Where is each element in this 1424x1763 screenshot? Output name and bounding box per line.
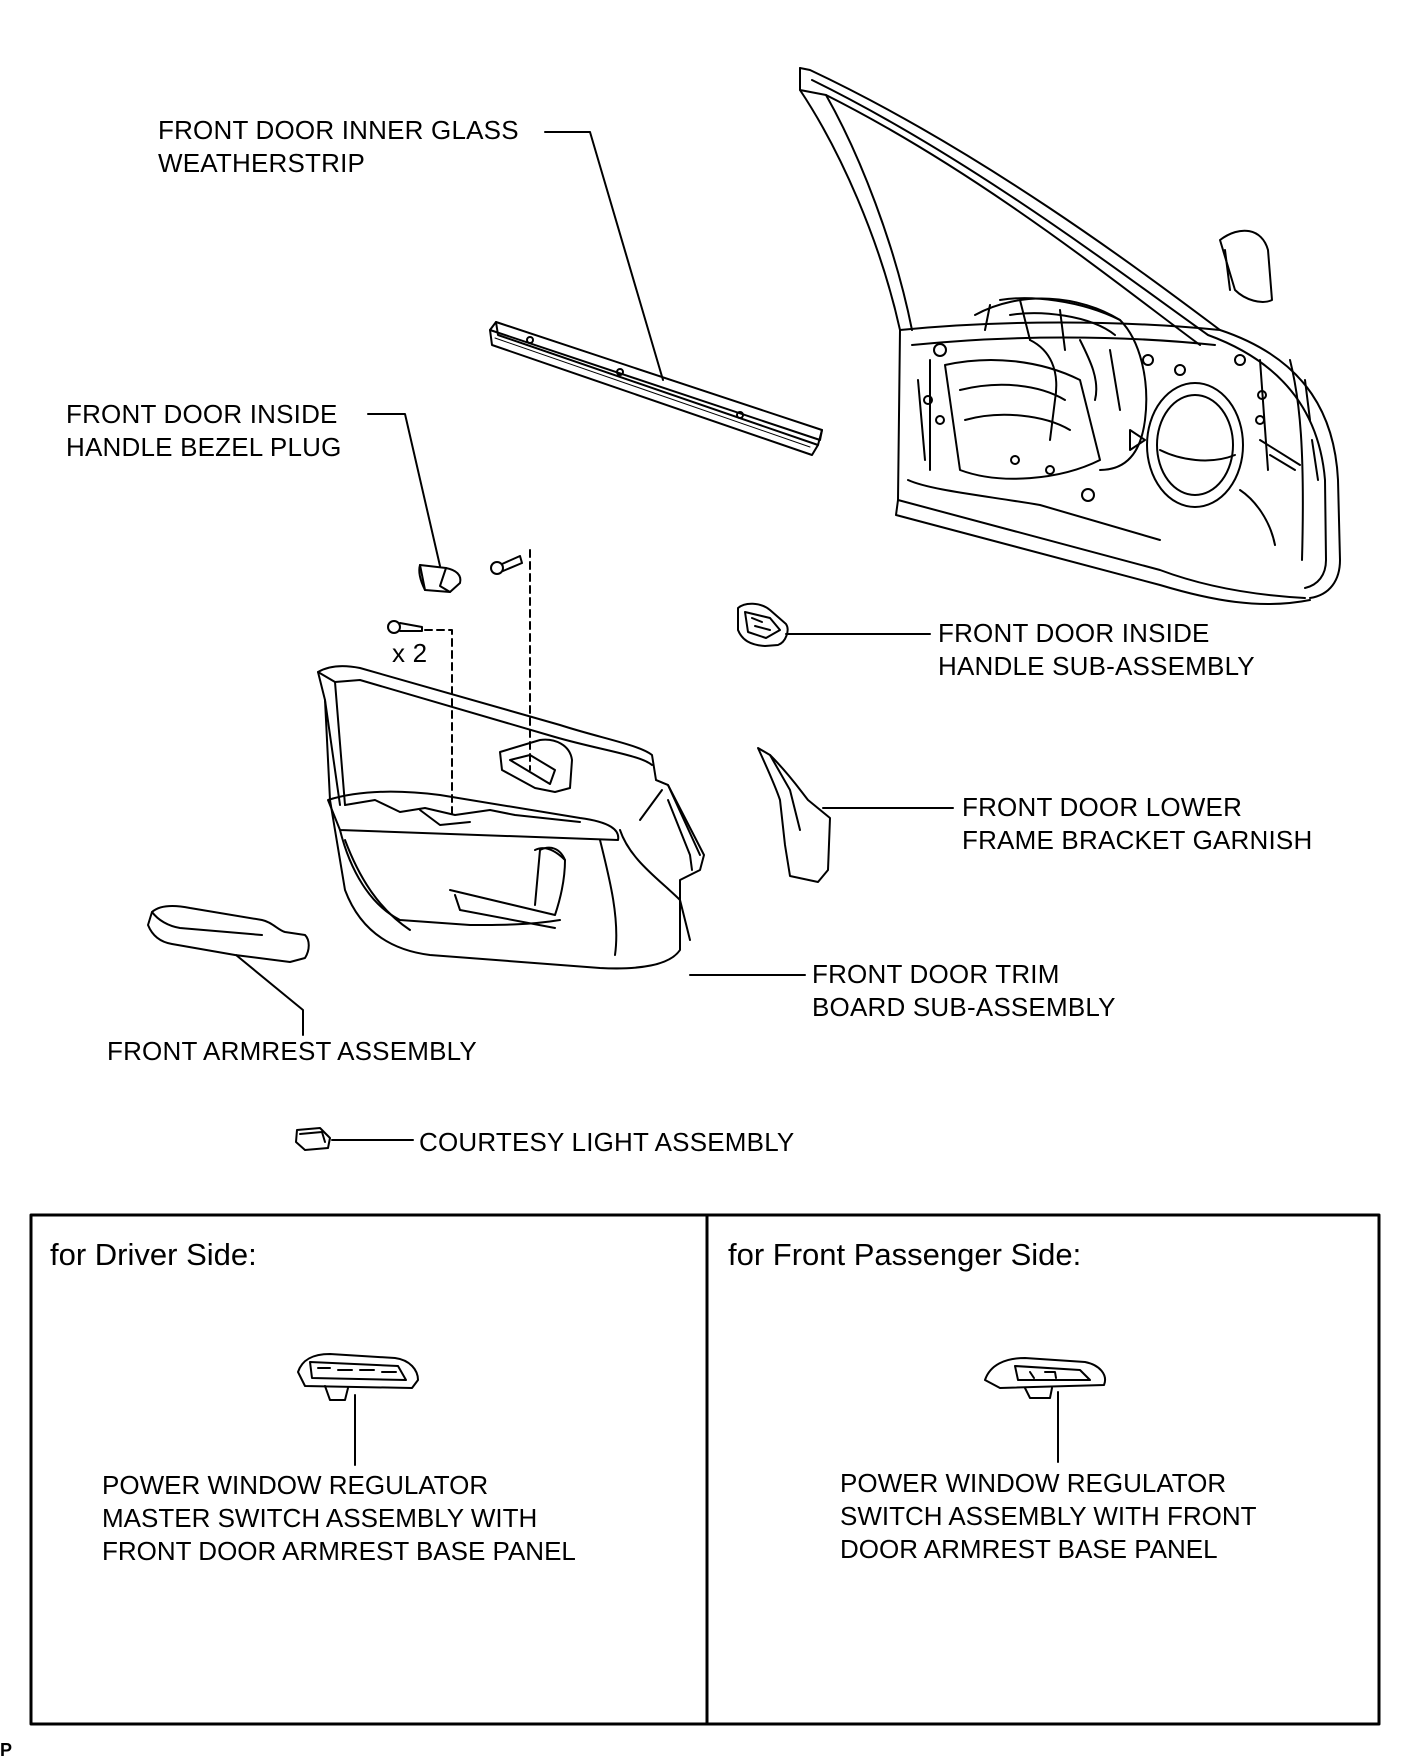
label-inside-handle: FRONT DOOR INSIDE HANDLE SUB-ASSEMBLY — [938, 618, 1255, 681]
trim-board-part — [317, 665, 705, 970]
label-trim-board: FRONT DOOR TRIM BOARD SUB-ASSEMBLY — [812, 959, 1116, 1022]
leader-weatherstrip — [544, 131, 664, 381]
label-courtesy-light: COURTESY LIGHT ASSEMBLY — [419, 1127, 795, 1157]
master-switch-part — [297, 1353, 419, 1401]
leader-bezel-plug — [367, 413, 441, 567]
front-door-panel — [799, 67, 1341, 605]
driver-side-title: for Driver Side: — [50, 1237, 257, 1272]
label-inner-glass-weatherstrip: FRONT DOOR INNER GLASS WEATHERSTRIP — [158, 115, 519, 178]
screw-upper — [490, 555, 523, 575]
label-armrest: FRONT ARMREST ASSEMBLY — [107, 1036, 477, 1066]
passenger-switch-part — [984, 1357, 1106, 1399]
screw-lower — [387, 620, 423, 634]
inside-handle-part — [737, 602, 789, 647]
label-quantity: x 2 — [392, 638, 428, 668]
passenger-side-title: for Front Passenger Side: — [728, 1237, 1082, 1272]
courtesy-light-part — [295, 1127, 331, 1151]
label-master-switch: POWER WINDOW REGULATOR MASTER SWITCH ASS… — [102, 1470, 576, 1566]
inner-glass-weatherstrip-part — [489, 321, 823, 456]
dashed-guide-lower — [424, 629, 453, 816]
label-passenger-switch: POWER WINDOW REGULATOR SWITCH ASSEMBLY W… — [840, 1468, 1257, 1564]
label-lower-frame-garnish: FRONT DOOR LOWER FRAME BRACKET GARNISH — [962, 792, 1313, 855]
label-bezel-plug: FRONT DOOR INSIDE HANDLE BEZEL PLUG — [66, 399, 342, 462]
variant-panel-frame — [29, 1213, 1381, 1726]
armrest-part — [147, 905, 310, 963]
leader-armrest — [235, 954, 304, 1036]
lower-frame-garnish-part — [757, 747, 831, 883]
bezel-plug-part — [418, 564, 462, 593]
corner-mark: P — [0, 1740, 13, 1760]
